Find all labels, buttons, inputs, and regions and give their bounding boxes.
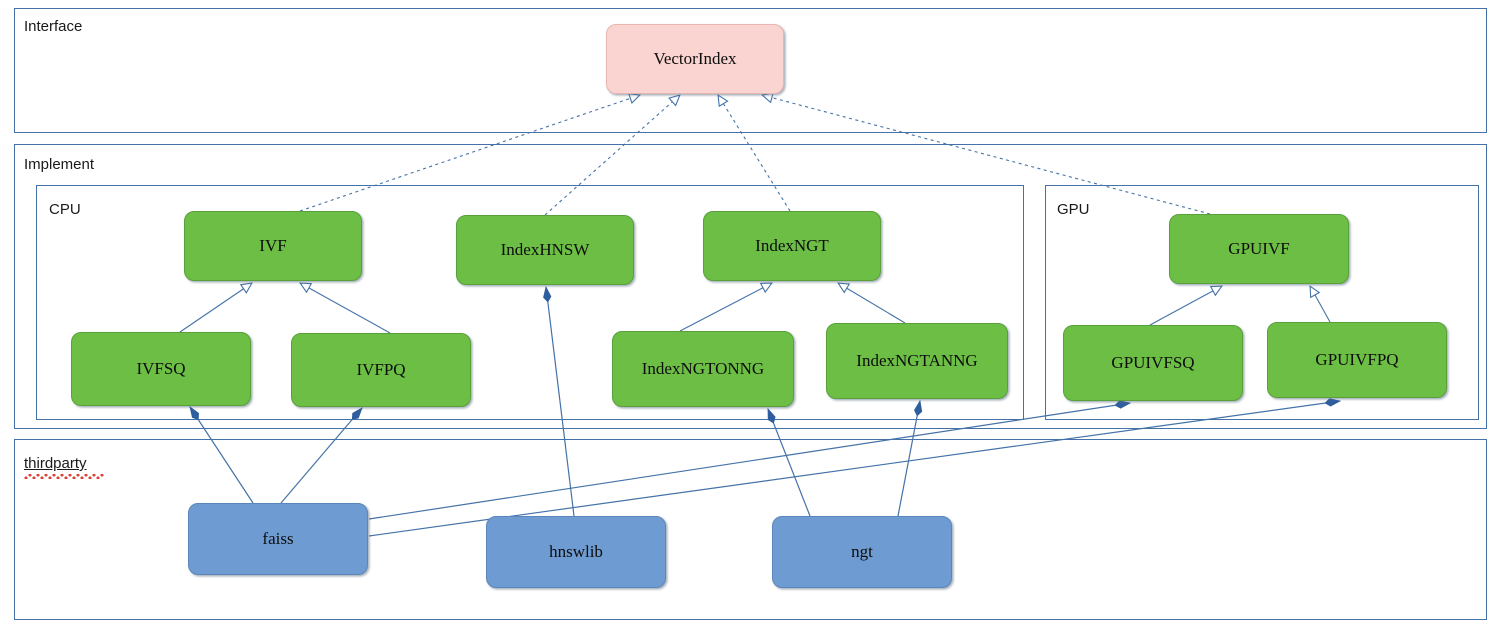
node-faiss[interactable]: faiss [188,503,368,575]
node-hnswlib[interactable]: hnswlib [486,516,666,588]
node-vectorindex[interactable]: VectorIndex [606,24,784,94]
node-gpuivfsq[interactable]: GPUIVFSQ [1063,325,1243,401]
node-ngt[interactable]: ngt [772,516,952,588]
frame-label-thirdparty: thirdparty [24,455,87,472]
node-ivfsq[interactable]: IVFSQ [71,332,251,406]
frame-label-gpu: GPU [1057,201,1090,218]
node-indexngt[interactable]: IndexNGT [703,211,881,281]
frame-label-implement: Implement [24,156,95,173]
spellcheck-underline [24,474,104,479]
node-gpuivf[interactable]: GPUIVF [1169,214,1349,284]
frame-label-cpu: CPU [49,201,81,218]
node-ivfpq[interactable]: IVFPQ [291,333,471,407]
node-ivf[interactable]: IVF [184,211,362,281]
node-indexhnsw[interactable]: IndexHNSW [456,215,634,285]
node-gpuivfpq[interactable]: GPUIVFPQ [1267,322,1447,398]
frame-label-interface: Interface [24,18,83,35]
node-indexngtonng[interactable]: IndexNGTONNG [612,331,794,407]
node-indexngtanng[interactable]: IndexNGTANNG [826,323,1008,399]
